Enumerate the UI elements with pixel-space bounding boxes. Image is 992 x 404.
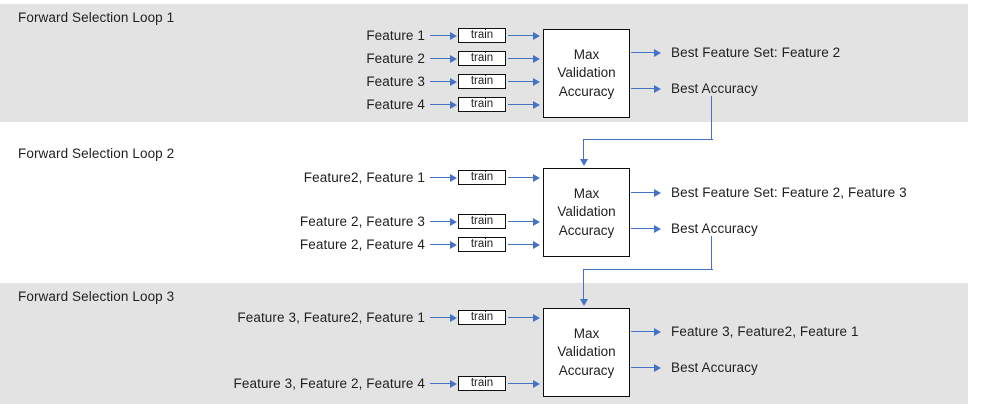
loop-1-arrow-mv-3 (508, 81, 535, 82)
loop-2-arrow-out-2 (631, 228, 656, 229)
loop-2-arrow-in-3 (430, 244, 452, 245)
loop-1-train-box-1[interactable]: train (458, 28, 506, 43)
loop-3-arrow-mv-2 (508, 383, 535, 384)
loop-1-arrowhead-mv-3 (533, 77, 540, 86)
loop-2-arrowhead-mv-2 (533, 217, 540, 226)
loop-2-mv-line-2: Validation (557, 204, 616, 220)
loop-3-output-label-2: Best Accuracy (671, 360, 758, 375)
loop-3-title: Forward Selection Loop 3 (18, 289, 175, 304)
loop-3-arrow-mv-1 (508, 317, 535, 318)
loop-3-train-box-2[interactable]: train (458, 376, 506, 391)
loop-1-input-label-2: Feature 2 (366, 51, 425, 66)
loop-3-arrow-in-1 (430, 317, 452, 318)
loop-3-arrow-in-2 (430, 383, 452, 384)
loop-2-mv-line-1: Max (573, 186, 600, 202)
loop-2-arrow-mv-3 (508, 244, 535, 245)
loop-2-arrow-in-2 (430, 221, 452, 222)
loop-3-max-validation-box: Max Validation Accuracy (543, 308, 630, 397)
loop-1-arrowhead-out-1 (654, 48, 661, 57)
loop-2-train-box-1[interactable]: train (458, 170, 506, 185)
loop-3-arrow-out-1 (631, 331, 656, 332)
loop-2-title: Forward Selection Loop 2 (18, 146, 175, 161)
connector-1-2-horizontal (583, 139, 713, 140)
loop-2-input-label-1: Feature2, Feature 1 (303, 170, 425, 185)
loop-1-mv-line-3: Accuracy (558, 83, 615, 99)
connector-2-3-horizontal (583, 269, 713, 270)
loop-2-arrowhead-mv-1 (533, 173, 540, 182)
loop-2-arrowhead-mv-3 (533, 240, 540, 249)
loop-2-arrow-out-1 (631, 192, 656, 193)
loop-2-arrowhead-in-2 (450, 217, 457, 226)
loop-3-train-box-1[interactable]: train (458, 310, 506, 325)
loop-3-arrowhead-out-2 (654, 363, 661, 372)
loop-2-arrow-in-1 (430, 177, 452, 178)
loop-2-arrowhead-in-3 (450, 240, 457, 249)
loop-3-arrowhead-out-1 (654, 327, 661, 336)
loop-1-arrowhead-mv-4 (533, 100, 540, 109)
loop-3-mv-line-1: Max (573, 326, 600, 342)
loop-1-mv-line-1: Max (573, 47, 600, 63)
loop-1-input-label-4: Feature 4 (366, 97, 425, 112)
loop-1-arrow-out-2 (631, 88, 656, 89)
loop-2-arrow-mv-1 (508, 177, 535, 178)
connector-1-2-down-left (583, 139, 584, 161)
loop-3-input-label-1: Feature 3, Feature2, Feature 1 (237, 310, 425, 325)
connector-2-3-down-left (583, 269, 584, 301)
loop-1-title: Forward Selection Loop 1 (18, 10, 175, 25)
loop-1-output-label-2: Best Accuracy (671, 81, 758, 96)
loop-1-arrow-in-3 (430, 81, 452, 82)
connector-1-2-arrowhead (579, 159, 588, 166)
loop-1-arrow-mv-4 (508, 104, 535, 105)
loop-1-arrow-mv-1 (508, 35, 535, 36)
loop-1-arrowhead-mv-2 (533, 54, 540, 63)
loop-1-input-label-1: Feature 1 (366, 28, 425, 43)
loop-3-output-label-1: Feature 3, Feature2, Feature 1 (671, 324, 859, 339)
loop-1-arrow-in-2 (430, 58, 452, 59)
loop-1-train-box-4[interactable]: train (458, 97, 506, 112)
loop-1-arrow-in-4 (430, 104, 452, 105)
loop-1-arrowhead-in-3 (450, 77, 457, 86)
loop-1-output-label-1: Best Feature Set: Feature 2 (671, 45, 841, 60)
loop-2-arrowhead-out-1 (654, 188, 661, 197)
loop-1-arrow-in-1 (430, 35, 452, 36)
connector-1-2-down-right (711, 96, 712, 140)
loop-2-arrowhead-in-1 (450, 173, 457, 182)
loop-3-input-label-2: Feature 3, Feature 2, Feature 4 (233, 376, 425, 391)
loop-2-train-box-3[interactable]: train (458, 237, 506, 252)
connector-2-3-arrowhead (579, 299, 588, 306)
loop-3-arrowhead-in-1 (450, 313, 457, 322)
loop-1-train-box-3[interactable]: train (458, 74, 506, 89)
loop-1-arrowhead-in-4 (450, 100, 457, 109)
connector-2-3-down-right (711, 236, 712, 270)
loop-2-max-validation-box: Max Validation Accuracy (543, 168, 630, 257)
loop-2-arrowhead-out-2 (654, 224, 661, 233)
loop-1-train-box-2[interactable]: train (458, 51, 506, 66)
loop-2-input-label-2: Feature 2, Feature 3 (299, 214, 425, 229)
loop-2-train-box-2[interactable]: train (458, 214, 506, 229)
loop-1-arrowhead-out-2 (654, 84, 661, 93)
loop-2-arrow-mv-2 (508, 221, 535, 222)
loop-3-arrowhead-mv-2 (533, 379, 540, 388)
loop-2-output-label-1: Best Feature Set: Feature 2, Feature 3 (671, 185, 907, 200)
loop-3-mv-line-2: Validation (557, 344, 616, 360)
loop-2-mv-line-3: Accuracy (558, 222, 615, 238)
loop-1-mv-line-2: Validation (557, 65, 616, 81)
loop-1-max-validation-box: Max Validation Accuracy (543, 29, 630, 118)
loop-1-arrowhead-in-2 (450, 54, 457, 63)
loop-2-output-label-2: Best Accuracy (671, 221, 758, 236)
loop-3-arrow-out-2 (631, 367, 656, 368)
loop-2-input-label-3: Feature 2, Feature 4 (299, 237, 425, 252)
loop-1-arrowhead-in-1 (450, 31, 457, 40)
loop-3-arrowhead-mv-1 (533, 313, 540, 322)
loop-1-arrow-mv-2 (508, 58, 535, 59)
loop-1-arrow-out-1 (631, 52, 656, 53)
loop-1-arrowhead-mv-1 (533, 31, 540, 40)
loop-3-mv-line-3: Accuracy (558, 362, 615, 378)
loop-3-arrowhead-in-2 (450, 379, 457, 388)
loop-1-input-label-3: Feature 3 (366, 74, 425, 89)
